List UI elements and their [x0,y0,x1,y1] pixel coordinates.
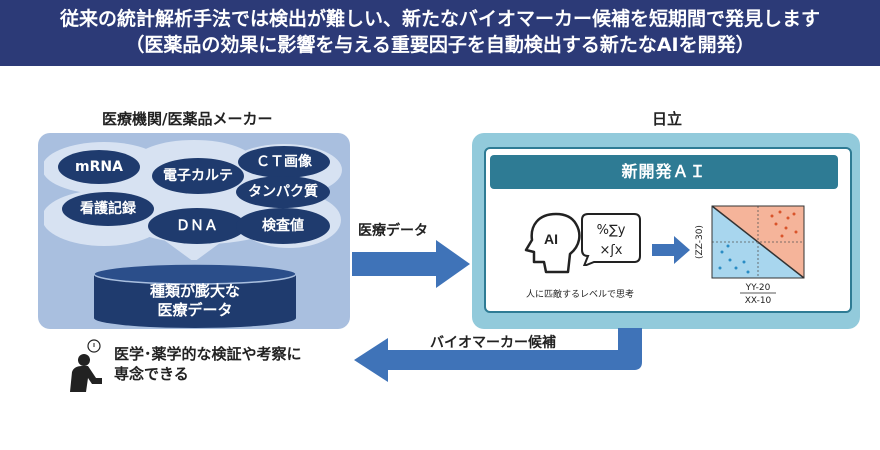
data-item-dna: ＤＮＡ [148,208,246,244]
bottom-message: 医学･薬学的な検証や考察に 専念できる [114,344,302,384]
new-ai-header: 新開発ＡＩ [490,155,838,189]
inner-arrow-icon [652,236,690,264]
arrow-label-biomarker: バイオマーカー候補 [430,335,556,351]
data-item-nursing-record: 看護記録 [62,192,154,226]
left-title: 医療機関/医薬品メーカー [102,110,273,128]
banner-line-2: （医薬品の効果に影響を与える重要因子を自動検出する新たなAIを開発） [125,34,755,56]
database-label: 種類が膨大な 医療データ [90,282,300,320]
ai-head-icon: AI [524,212,581,274]
data-item-ehr: 電子カルテ [152,158,244,194]
ai-caption: 人に匹敵するレベルで思考 [526,290,635,300]
chart-x-label-top: YY-20 [745,283,771,293]
bottom-message-line-2: 専念できる [114,365,189,383]
data-item-test-values: 検査値 [236,208,330,244]
chart-x-label-bottom: XX-10 [745,296,772,306]
data-item-ct-image: ＣＴ画像 [238,146,330,178]
svg-text:%∑y: %∑y [597,223,626,238]
arrow-to-hitachi [352,240,470,288]
chart-y-label: (ZZ-30) [695,225,705,259]
database-cylinder [93,263,297,328]
ai-icon-text: AI [544,231,558,247]
arrow-back-to-institution [354,328,642,382]
data-item-protein: タンパク質 [236,176,330,208]
formula-bubble-icon: %∑y ×ʃx [581,213,641,266]
researcher-icon [70,339,102,392]
title-banner: 従来の統計解析手法では検出が難しい、新たなバイオマーカー候補を短期間で発見します… [0,0,880,66]
bottom-message-line-1: 医学･薬学的な検証や考察に [114,345,302,363]
arrow-label-medical-data: 医療データ [358,223,428,239]
classification-chart: (ZZ-30) YY-20 XX-10 [695,205,805,306]
svg-text:×ʃx: ×ʃx [600,243,623,258]
data-item-mrna: mRNA [58,150,140,184]
right-title: 日立 [652,110,683,128]
banner-line-1: 従来の統計解析手法では検出が難しい、新たなバイオマーカー候補を短期間で発見します [59,8,820,30]
database-label-line-1: 種類が膨大な [149,282,240,300]
database-label-line-2: 医療データ [157,301,233,319]
